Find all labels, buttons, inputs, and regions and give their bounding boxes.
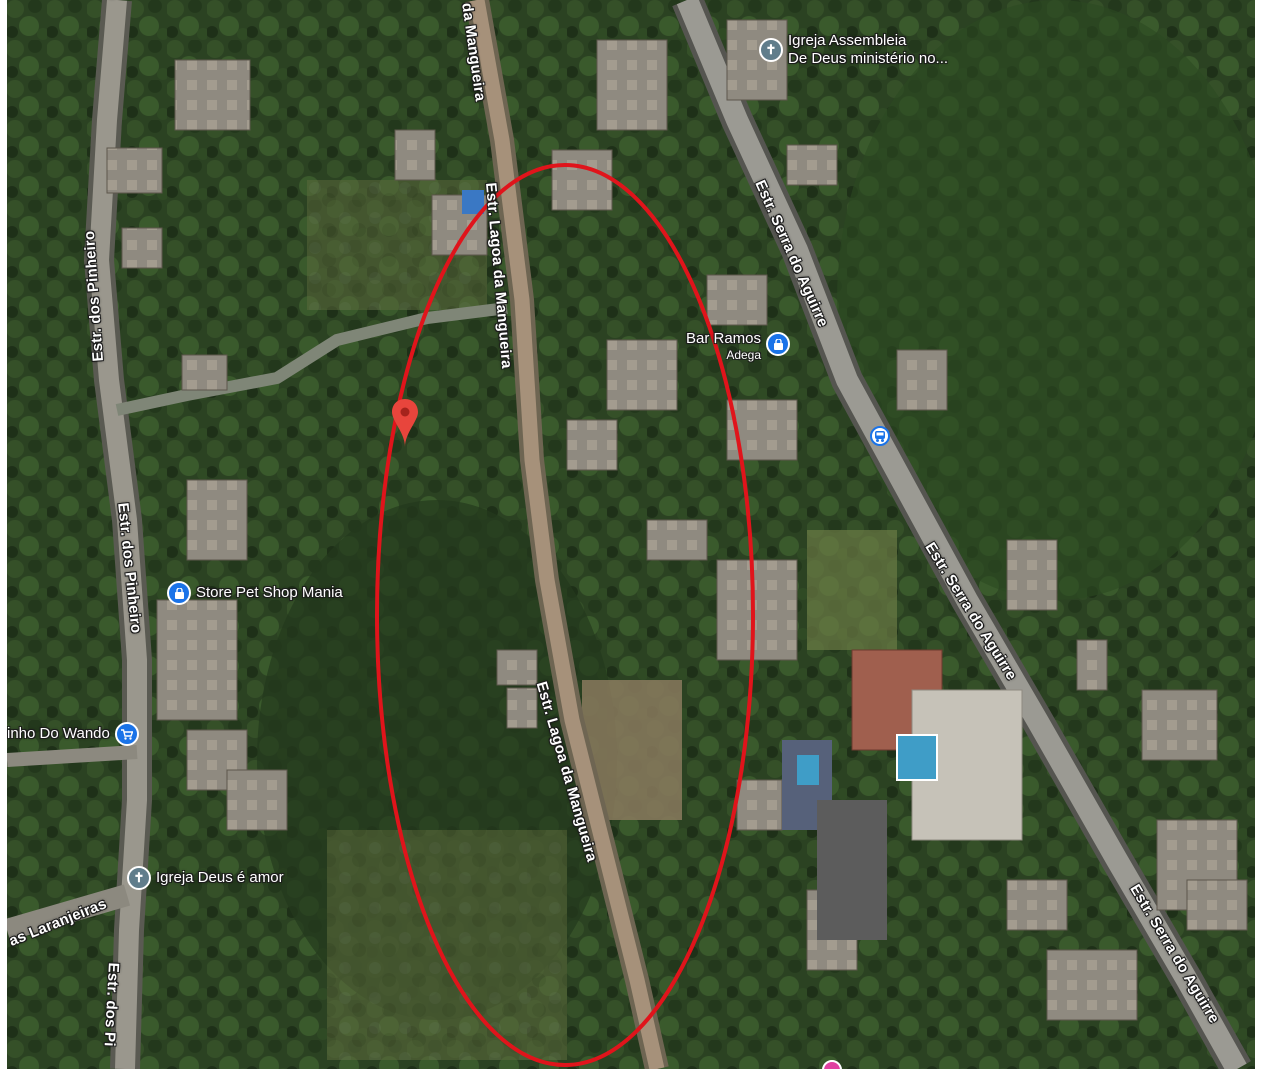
church-cross-icon: ✝ bbox=[127, 866, 151, 890]
shopping-bag-icon bbox=[167, 581, 191, 605]
satellite-map[interactable]: da Mangueira Estr. Lagoa da Mangueira Es… bbox=[7, 0, 1255, 1069]
place-igreja-deus-e-amor[interactable]: ✝ Igreja Deus é amor bbox=[127, 866, 284, 890]
place-name: Store Pet Shop Mania bbox=[196, 584, 343, 601]
location-pin-icon[interactable] bbox=[392, 399, 418, 447]
place-category: Adega bbox=[726, 348, 762, 362]
bus-stop-icon[interactable] bbox=[870, 426, 890, 446]
highlight-ellipse bbox=[375, 163, 755, 1067]
place-igreja-assembleia[interactable]: ✝ Igreja Assembleia De Deus ministério n… bbox=[759, 32, 948, 68]
shopping-cart-icon bbox=[114, 722, 139, 746]
church-cross-icon: ✝ bbox=[759, 38, 783, 62]
place-name: Igreja Deus é amor bbox=[156, 869, 284, 886]
place-name: Bar Ramos bbox=[686, 330, 762, 347]
place-store-pet-shop[interactable]: Store Pet Shop Mania bbox=[167, 581, 343, 605]
place-name-line2: De Deus ministério no... bbox=[788, 50, 949, 67]
place-name: inho Do Wando bbox=[7, 725, 110, 742]
place-inho-do-wando[interactable]: inho Do Wando bbox=[7, 722, 139, 746]
satellite-imagery bbox=[7, 0, 1255, 1069]
shopping-bag-icon bbox=[766, 332, 791, 356]
place-bar-ramos[interactable]: Bar Ramos Adega bbox=[686, 330, 791, 362]
road-label-dos-pi-bottom: Estr. dos Pi bbox=[100, 962, 122, 1048]
place-name-line1: Igreja Assembleia bbox=[788, 32, 907, 49]
